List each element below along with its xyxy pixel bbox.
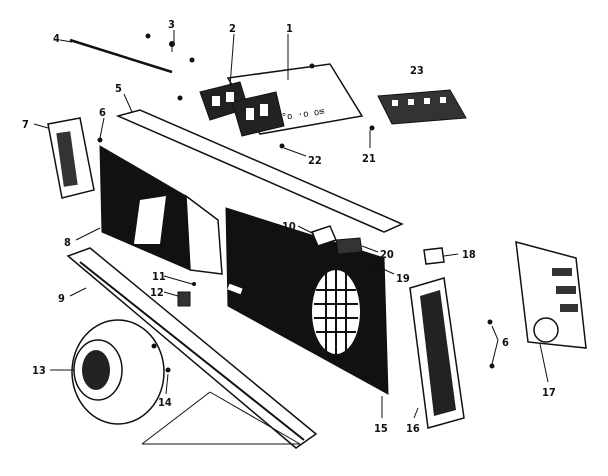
part-9-trim-edge: [79, 261, 305, 441]
part-screw: [151, 343, 157, 349]
part-screw: [177, 95, 183, 101]
callout-1: 1: [286, 22, 293, 35]
part-center-panel: [225, 207, 389, 395]
part-6-screw: [489, 363, 495, 369]
part-2-switch-block: [199, 81, 285, 137]
part-20-bracket: [335, 237, 363, 255]
callout-2: 2: [229, 22, 236, 35]
part-11-pin: [192, 282, 196, 286]
part-13-knob: [71, 319, 165, 425]
part-5-top-trim: [115, 109, 404, 233]
callout-23: 23: [410, 64, 424, 77]
callout-21: 21: [362, 152, 376, 165]
callout-17: 17: [542, 386, 556, 399]
callout-12: 12: [150, 286, 164, 299]
guide-lines: [141, 391, 301, 445]
part-6-screw: [487, 319, 493, 325]
part-12-clip: [177, 291, 191, 307]
part-22-screw: [279, 143, 285, 149]
part-4-rod: [69, 38, 173, 74]
callout-14: 14: [158, 396, 172, 409]
part-23-terminal-strip: [377, 89, 467, 125]
part-6-screw: [97, 137, 103, 143]
part-19-screw: [367, 259, 373, 265]
callout-4: 4: [53, 32, 60, 45]
callout-7: 7: [22, 118, 29, 131]
part-18-clip: [423, 247, 445, 265]
callout-19: 19: [396, 272, 410, 285]
callout-13: 13: [32, 364, 46, 377]
callout-9: 9: [58, 292, 65, 305]
callout-8: 8: [64, 236, 71, 249]
callout-6-right: 6: [502, 336, 509, 349]
callout-5: 5: [115, 82, 122, 95]
callout-16: 16: [406, 422, 420, 435]
callout-18: 18: [462, 248, 476, 261]
callout-3: 3: [168, 18, 175, 31]
leader-lines: [33, 30, 549, 419]
part-14-screw: [165, 367, 171, 373]
callout-6-left: 6: [99, 106, 106, 119]
callout-15: 15: [374, 422, 388, 435]
part-8-left-panel: [99, 145, 223, 275]
part-3-screw: [145, 33, 195, 63]
part-screw: [309, 63, 315, 69]
callout-10: 10: [282, 220, 296, 233]
part-17-control-bracket: [515, 240, 587, 349]
part-16-end-cap: [409, 277, 465, 429]
part-7-end-cap: [47, 117, 95, 199]
callout-20: 20: [380, 248, 394, 261]
callout-22: 22: [308, 154, 322, 167]
part-9-bottom-trim: [66, 247, 318, 449]
part-21-screw: [369, 125, 375, 131]
callout-11: 11: [152, 270, 166, 283]
